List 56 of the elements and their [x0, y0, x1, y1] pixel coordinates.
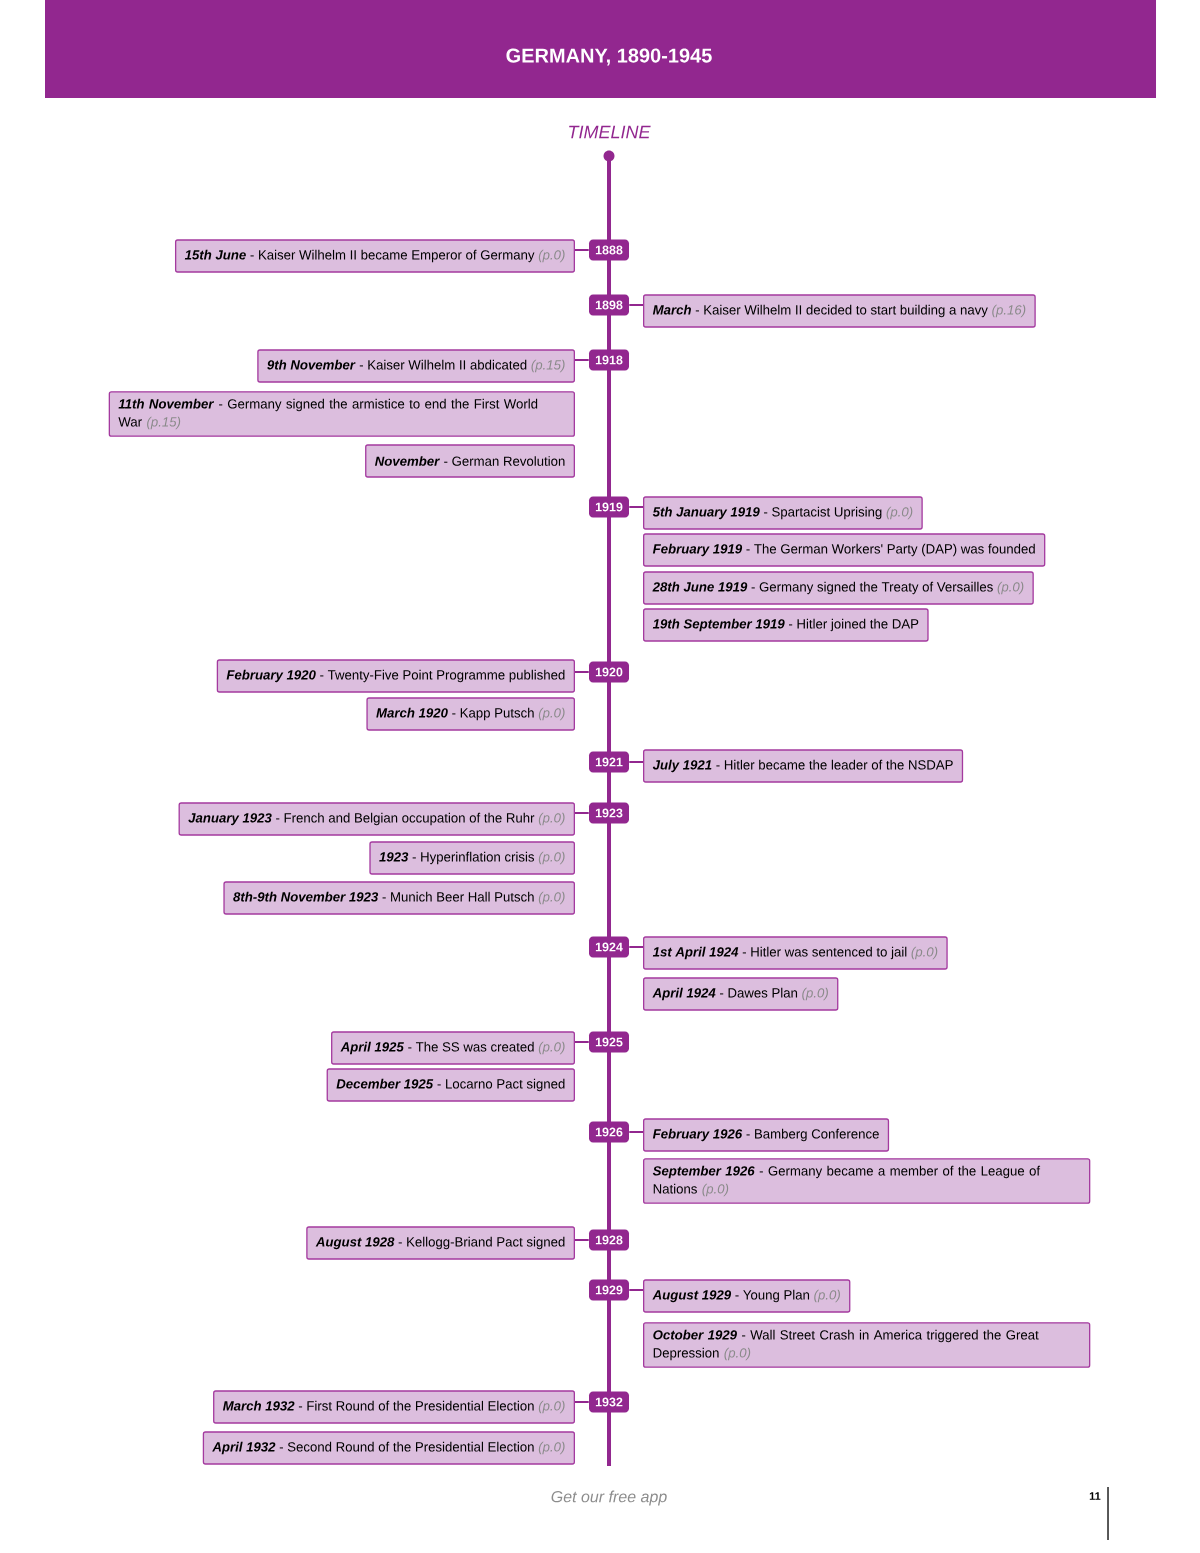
- connector-line: [574, 359, 590, 361]
- event-box: February 1920 - Twenty-Five Point Programme published: [216, 659, 575, 693]
- connector-line: [628, 761, 644, 763]
- event-box: 28th June 1919 - Germany signed the Treaty of Versailles (p.0): [643, 571, 1034, 605]
- event-box: December 1925 - Locarno Pact signed: [326, 1068, 575, 1102]
- event-box: August 1928 - Kellogg-Briand Pact signed: [306, 1226, 575, 1260]
- event-box: July 1921 - Hitler became the leader of the NSDAP: [643, 749, 964, 783]
- connector-line: [574, 1401, 590, 1403]
- year-badge: 1929: [589, 1279, 629, 1301]
- event-box: January 1923 - French and Belgian occupation of the Ruhr (p.0): [178, 802, 575, 836]
- year-badge: 1920: [589, 661, 629, 683]
- event-box: August 1929 - Young Plan (p.0): [643, 1279, 851, 1313]
- connector-line: [574, 1239, 590, 1241]
- connector-line: [574, 1041, 590, 1043]
- timeline-heading: TIMELINE: [569, 125, 651, 139]
- event-box: 19th September 1919 - Hitler joined the DAP: [643, 608, 929, 642]
- event-box: March 1920 - Kapp Putsch (p.0): [366, 697, 575, 731]
- year-badge: 1926: [589, 1121, 629, 1143]
- event-box: 5th January 1919 - Spartacist Uprising (p.0): [643, 496, 923, 530]
- connector-line: [628, 946, 644, 948]
- event-box: September 1926 - Germany became a member of the League of Nations (p.0): [643, 1158, 1091, 1204]
- event-box: April 1925 - The SS was created (p.0): [331, 1031, 575, 1065]
- year-badge: 1923: [589, 802, 629, 824]
- event-box: 11th November - Germany signed the armistice to end the First World War (p.15): [108, 391, 575, 437]
- event-box: February 1919 - The German Workers' Party (DAP) was founded: [643, 533, 1046, 567]
- title-banner: GERMANY, 1890-1945: [45, 0, 1156, 98]
- year-badge: 1919: [589, 496, 629, 518]
- event-box: 1923 - Hyperinflation crisis (p.0): [369, 841, 575, 875]
- year-badge: 1921: [589, 751, 629, 773]
- connector-line: [628, 506, 644, 508]
- year-badge: 1928: [589, 1229, 629, 1251]
- year-badge: 1888: [589, 239, 629, 261]
- year-badge: 1924: [589, 936, 629, 958]
- event-box: 1st April 1924 - Hitler was sentenced to jail (p.0): [643, 936, 948, 970]
- event-box: 8th-9th November 1923 - Munich Beer Hall Putsch (p.0): [223, 881, 575, 915]
- event-box: April 1932 - Second Round of the Presidential Election (p.0): [202, 1431, 575, 1465]
- connector-line: [628, 304, 644, 306]
- event-box: 15th June - Kaiser Wilhelm II became Emperor of Germany (p.0): [174, 239, 575, 273]
- year-badge: 1898: [589, 294, 629, 316]
- event-box: October 1929 - Wall Street Crash in America triggered the Great Depression (p.0): [643, 1322, 1091, 1368]
- connector-line: [628, 1289, 644, 1291]
- connector-line: [574, 671, 590, 673]
- year-badge: 1918: [589, 349, 629, 371]
- event-box: March - Kaiser Wilhelm II decided to start building a navy (p.16): [643, 294, 1036, 328]
- year-badge: 1932: [589, 1391, 629, 1413]
- page-number: 11: [1089, 1492, 1101, 1500]
- connector-line: [628, 1131, 644, 1133]
- event-box: 9th November - Kaiser Wilhelm II abdicated (p.15): [257, 349, 575, 383]
- connector-line: [574, 249, 590, 251]
- footer-text: Get our free app: [551, 1490, 667, 1506]
- event-box: November - German Revolution: [365, 444, 575, 478]
- year-badge: 1925: [589, 1031, 629, 1053]
- event-box: March 1932 - First Round of the Presidential Election (p.0): [213, 1390, 575, 1424]
- event-box: February 1926 - Bamberg Conference: [643, 1118, 890, 1152]
- connector-line: [574, 812, 590, 814]
- event-box: April 1924 - Dawes Plan (p.0): [643, 977, 839, 1011]
